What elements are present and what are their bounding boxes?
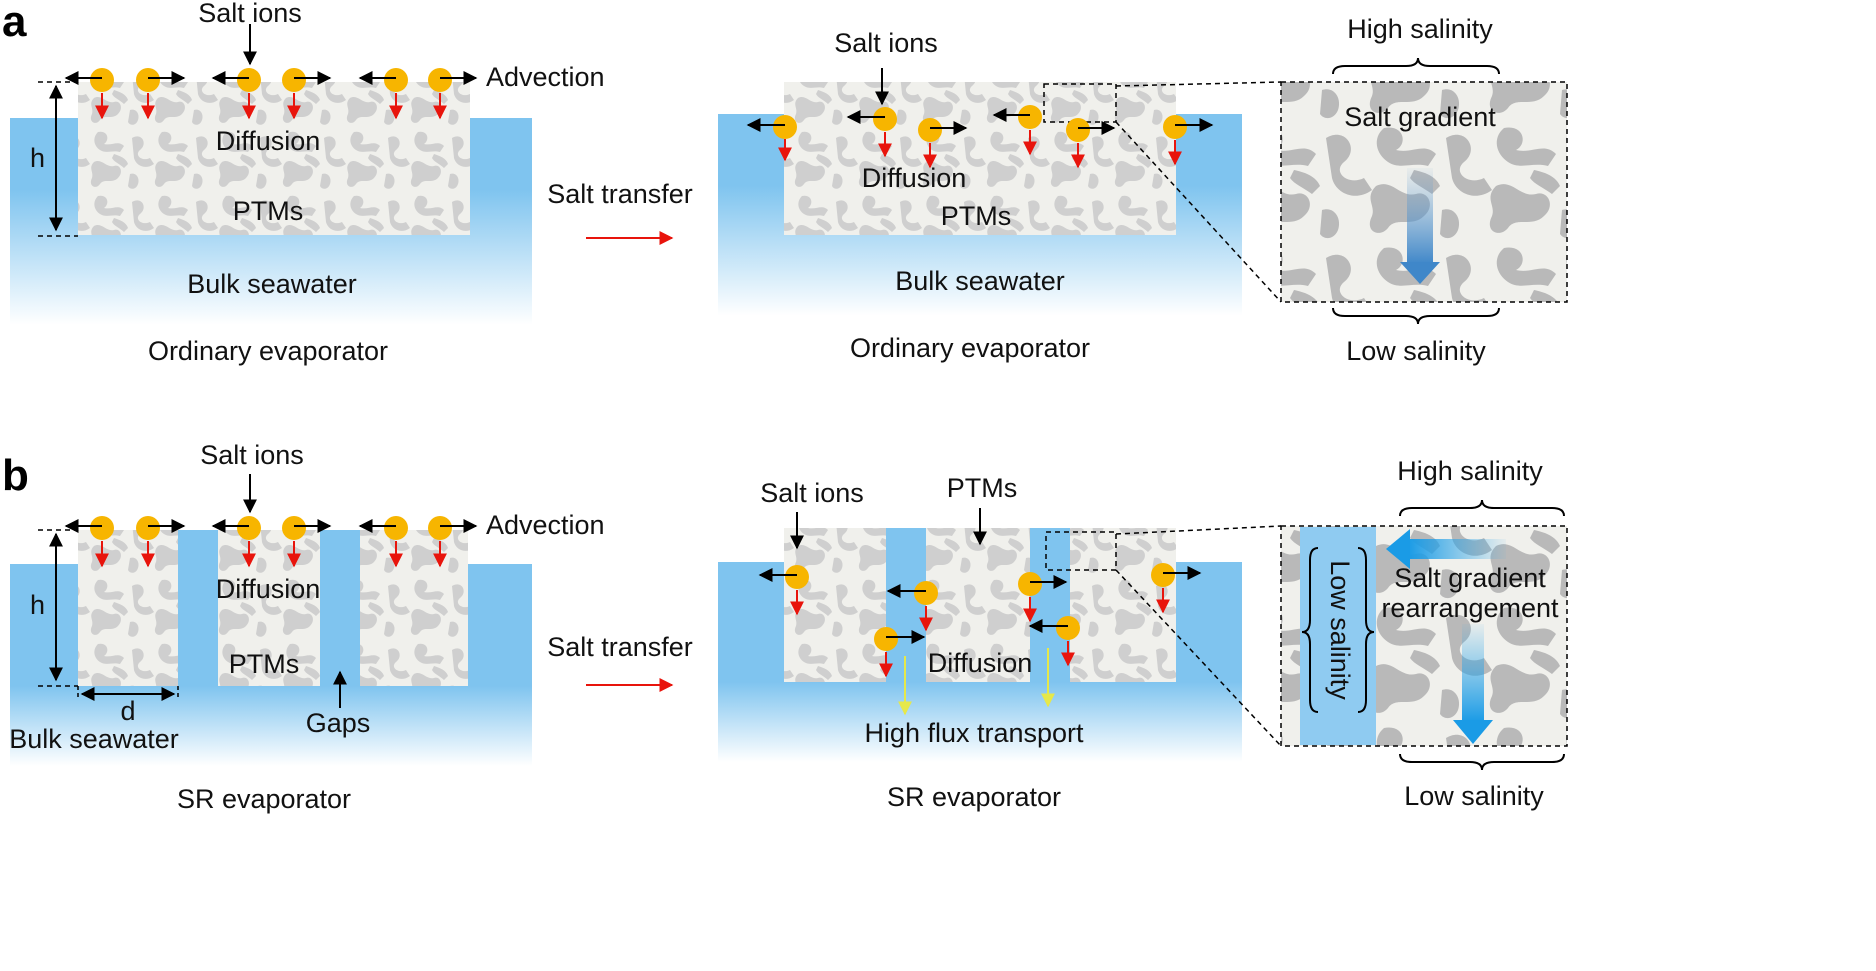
ptm-pillar [784,528,886,682]
ion-group [64,516,478,568]
diffusion-label: Diffusion [862,163,967,193]
advection-label: Advection [486,62,605,92]
high-salinity-brace [1332,57,1500,75]
salt-ion [237,68,261,92]
salt-ion [384,68,408,92]
salt-ions-label: Salt ions [760,478,864,508]
salt-ion [1151,563,1175,587]
panel-a-zoom: High salinity Salt gradient Low salinity [1115,14,1568,366]
width-label: d [120,696,135,726]
bulk-seawater-label: Bulk seawater [895,266,1065,296]
salt-ions-label: Salt ions [198,0,302,28]
ptm-pillar [78,530,178,686]
panel-b-sr-schematic: h d Salt ions Advection Diff [9,440,604,814]
low-salinity-vertical-label: Low salinity [1325,560,1355,700]
gaps-label: Gaps [306,708,371,738]
caption-sr-evaporator: SR evaporator [177,784,351,814]
salt-transfer-label: Salt transfer [547,632,693,662]
panel-a-letter: a [2,0,27,46]
gap-water [320,530,360,686]
salt-ion [914,581,938,605]
salt-ion [237,516,261,540]
salt-ion [282,516,306,540]
salt-transfer-label: Salt transfer [547,179,693,209]
bulk-seawater-label: Bulk seawater [9,724,179,754]
high-salinity-label: High salinity [1347,14,1493,44]
low-salinity-label: Low salinity [1404,781,1544,811]
rearrangement-arrow-left-head [1386,529,1410,569]
high-flux-transport-label: High flux transport [864,718,1084,748]
ptm-pillar [360,530,468,686]
salt-ion [136,68,160,92]
ptms-label: PTMs [229,649,300,679]
diffusion-label: Diffusion [216,574,321,604]
bulk-seawater-label: Bulk seawater [187,269,357,299]
salt-ion [136,516,160,540]
salt-ions-label: Salt ions [834,28,938,58]
gradient-arrow-head [1400,262,1440,284]
panel-a-ordinary-schematic: h Salt ions Advection Diffusion PTMs [10,0,605,366]
diffusion-label: Diffusion [216,126,321,156]
salt-ion [1018,105,1042,129]
salt-ion [918,118,942,142]
salt-ion [1066,118,1090,142]
panel-b-sr-after: Salt ions PTMs Diffusion High flux trans… [718,473,1242,812]
caption-sr-evaporator: SR evaporator [887,782,1061,812]
advection-label: Advection [486,510,605,540]
ptm-pillar [1070,528,1176,682]
gap-water [1030,528,1070,682]
salt-ion [428,516,452,540]
low-salinity-label: Low salinity [1346,336,1486,366]
ptm-pillar [926,528,1030,682]
ptm-pillar [218,530,320,686]
caption-ordinary-evaporator: Ordinary evaporator [850,333,1090,363]
salt-ion [384,516,408,540]
gradient-arrow-shaft [1407,168,1433,264]
ptm-block [784,82,1176,235]
salt-ion [90,68,114,92]
high-salinity-brace [1399,499,1565,517]
low-salinity-brace [1332,307,1500,325]
salt-ion [90,516,114,540]
low-salinity-vertical-brace [1301,547,1319,713]
salt-ion [773,115,797,139]
salt-gradient-label: Salt gradient [1344,102,1496,132]
ion-group [64,68,478,120]
ion-group [758,563,1202,678]
rearrangement-arrow-down-shaft [1462,624,1484,722]
salt-ion [1018,572,1042,596]
panel-b-letter: b [2,451,29,500]
caption-ordinary-evaporator: Ordinary evaporator [148,336,388,366]
salt-ion [873,107,897,131]
salt-gradient-label-line2: rearrangement [1381,593,1559,623]
salt-ion [428,68,452,92]
low-salinity-vertical-brace [1357,547,1375,713]
rearrangement-arrow-down-head [1453,720,1493,744]
rearrangement-arrow-left-shaft [1408,539,1506,559]
diffusion-label: Diffusion [928,648,1033,678]
panel-b-zoom: High salinity Salt gradient rearrangemen… [1115,456,1568,811]
bulk-water [718,682,1242,762]
height-label: h [30,590,45,620]
salt-ion [874,627,898,651]
salt-ion [1056,616,1080,640]
ptms-label: PTMs [947,473,1018,503]
high-salinity-label: High salinity [1397,456,1543,486]
height-label: h [30,143,45,173]
ion-group [746,105,1214,169]
ptms-label: PTMs [233,196,304,226]
salt-ion [1163,115,1187,139]
gap-water [178,530,218,686]
salt-ion [282,68,306,92]
ptms-label: PTMs [941,201,1012,231]
salt-ions-label: Salt ions [200,440,304,470]
low-salinity-brace [1399,753,1565,771]
panel-a-ordinary-after: Salt ions Diffusion PTMs Bulk seawater O… [718,28,1242,363]
salt-ion [785,565,809,589]
salt-gradient-label-line1: Salt gradient [1394,563,1546,593]
